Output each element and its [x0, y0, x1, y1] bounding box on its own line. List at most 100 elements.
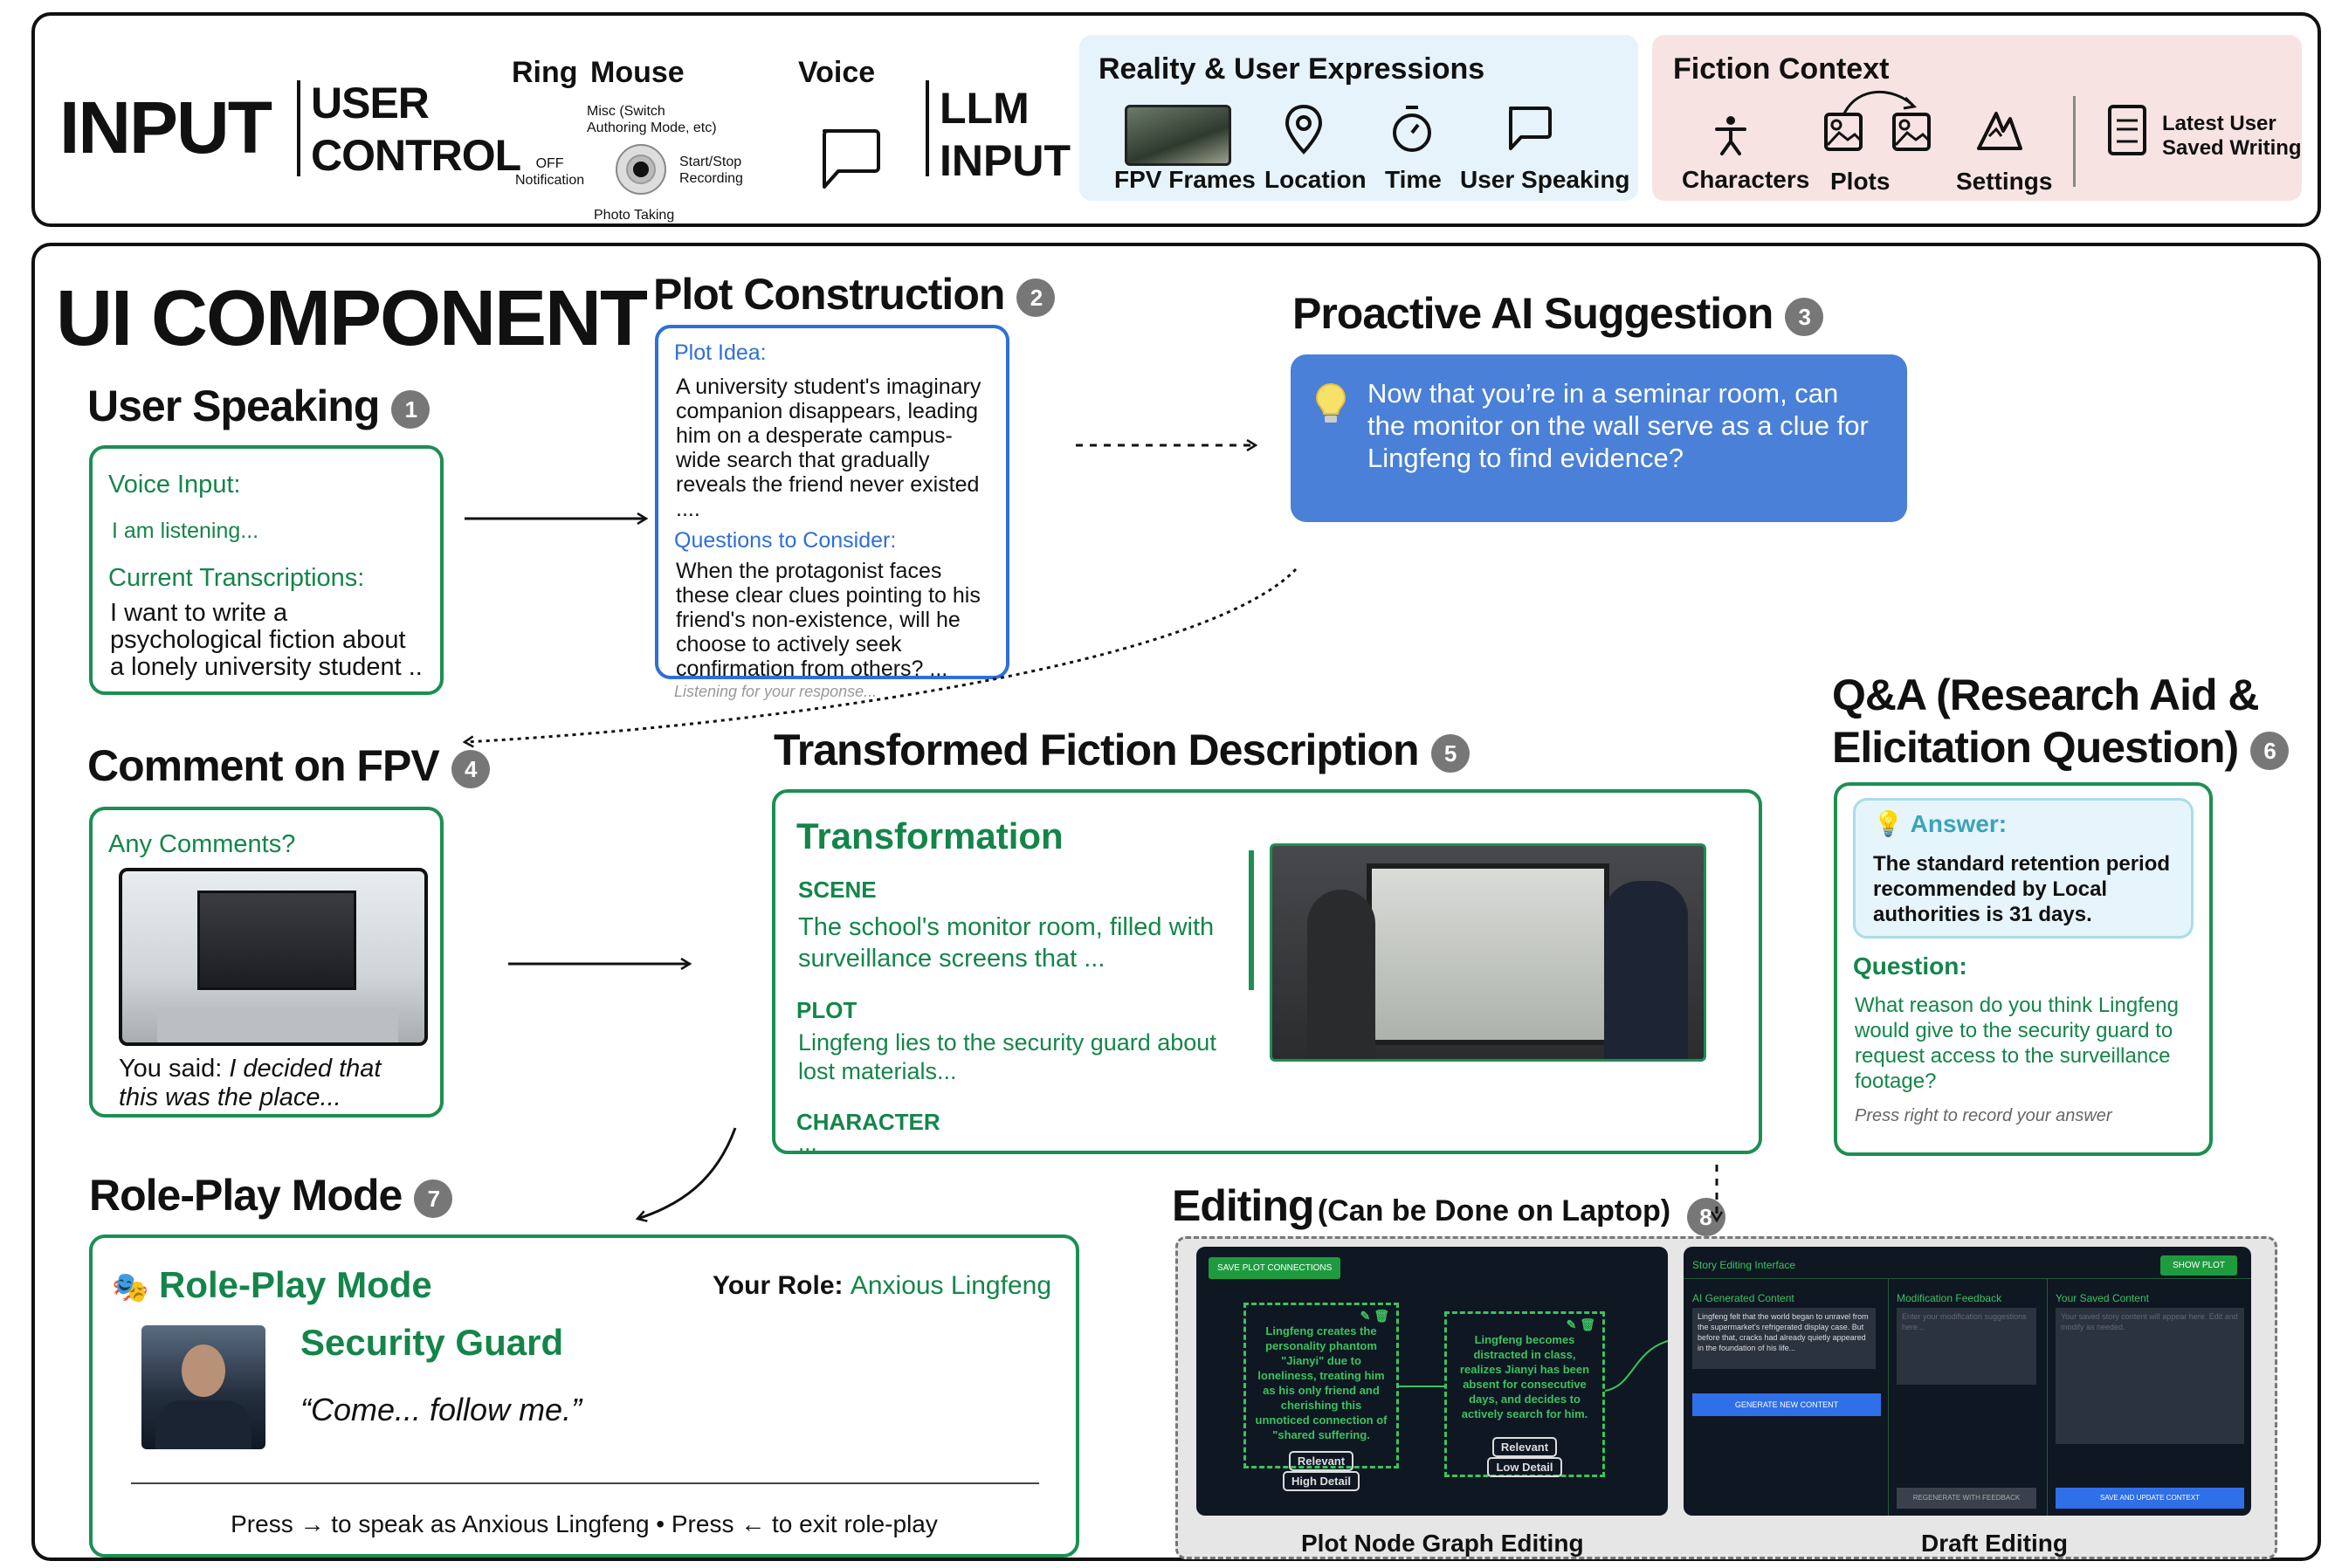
draft-editing-label: Draft Editing [1921, 1530, 2068, 1557]
graph-editing-label: Plot Node Graph Editing [1301, 1530, 1584, 1557]
ring-label: Ring [512, 56, 578, 89]
plot-node[interactable]: ✎ 🗑 Lingfeng becomes distracted in class… [1444, 1311, 1605, 1477]
draft-editor: Story Editing Interface SHOW PLOT AI Gen… [1684, 1247, 2251, 1516]
modification-feedback-label: Modification Feedback [1897, 1292, 2002, 1304]
reality-item-location: Location [1264, 166, 1367, 193]
figure-right [1604, 881, 1688, 1059]
step-badge: 2 [1016, 278, 1056, 317]
listening-status: I am listening... [112, 519, 259, 543]
node-text: Lingfeng creates the personality phantom… [1255, 1324, 1388, 1441]
plot-idea-text: A university student's imaginary compani… [676, 375, 981, 521]
edit-icon[interactable]: ✎ [1566, 1317, 1577, 1331]
step-badge: 3 [1785, 297, 1824, 336]
edit-icon[interactable]: ✎ [1360, 1309, 1371, 1323]
divider [1684, 1278, 2251, 1279]
show-plot-button[interactable]: SHOW PLOT [2159, 1255, 2237, 1276]
step-badge: 6 [2250, 731, 2290, 770]
answer-text: The standard retention period recommende… [1873, 852, 2171, 926]
questions-text: When the protagonist faces these clear c… [676, 559, 981, 681]
saved-content-box[interactable]: Your saved story content will appear her… [2056, 1308, 2244, 1444]
table-shape [157, 1008, 398, 1042]
lightbulb-icon [1315, 382, 1347, 423]
node-toolbar: ✎ 🗑 [1255, 1309, 1389, 1324]
node-connection [1399, 1340, 1669, 1392]
user-speaking-card: Voice Input: I am listening... Current T… [89, 445, 444, 695]
roleplay-heading: 🎭 Role-Play Mode [112, 1264, 432, 1305]
avatar-head [182, 1344, 225, 1397]
input-title: INPUT [59, 86, 272, 168]
answer-label: 💡 Answer: [1873, 810, 2008, 837]
generate-content-button[interactable]: GENERATE NEW CONTENT [1692, 1393, 1881, 1416]
plot-card: Plot Idea: A university student's imagin… [655, 325, 1009, 700]
current-transcriptions-label: Current Transcriptions: [108, 564, 365, 592]
scene-label: SCENE [798, 877, 877, 903]
questions-label: Questions to Consider: [674, 528, 897, 553]
reality-panel: Reality & User Expressions FPV Frames Lo… [1079, 35, 1638, 201]
step-badge: 5 [1430, 733, 1470, 773]
lightbulb-icon: 💡 [1873, 810, 1904, 837]
comment-card: Any Comments? You said: I decided that t… [89, 807, 444, 1118]
input-frame: INPUT USER CONTROL Ring Mouse Misc (Swit… [31, 12, 2321, 227]
transcription-text: I want to write a psychological fiction … [110, 599, 423, 681]
fiction-item-characters: Characters [1682, 166, 1810, 193]
plot-label: PLOT [796, 997, 858, 1023]
ai-content-box: Lingfeng felt that the world began to un… [1692, 1308, 1876, 1369]
qa-title: Q&A (Research Aid & Elicitation Question… [1832, 669, 2290, 774]
character-name: Security Guard [300, 1322, 564, 1363]
curved-arrow-icon [1842, 90, 1918, 114]
reality-item-time: Time [1385, 166, 1442, 193]
llm-input-label: LLM INPUT [940, 84, 1071, 185]
person-icon [1715, 116, 1746, 155]
scene-image [1270, 843, 1706, 1062]
saved-content-label: Your Saved Content [2056, 1292, 2149, 1304]
reality-title: Reality & User Expressions [1099, 52, 1485, 86]
qa-card: 💡 Answer: The standard retention period … [1834, 782, 2213, 1156]
speech-bubble-icon [823, 129, 880, 189]
regenerate-button[interactable]: REGENERATE WITH FEEDBACK [1897, 1488, 2036, 1509]
ai-generated-label: AI Generated Content [1692, 1292, 1794, 1304]
image-icon [1892, 113, 1931, 151]
avatar-body [155, 1400, 251, 1449]
fpv-image [119, 868, 428, 1046]
divider [2047, 1278, 2048, 1516]
fiction-item-settings: Settings [1956, 168, 2053, 195]
plot-node[interactable]: ✎ 🗑 Lingfeng creates the personality pha… [1243, 1303, 1399, 1491]
tag-chip[interactable]: Relevant [1288, 1451, 1354, 1471]
fiction-title: Fiction Context [1673, 52, 1890, 86]
fiction-item-plots: Plots [1830, 168, 1891, 195]
trash-icon[interactable]: 🗑 [1580, 1317, 1595, 1331]
guard-avatar [141, 1325, 265, 1449]
character-text: ... [798, 1130, 817, 1156]
mountain-icon [1977, 112, 2022, 150]
fpv-thumb [1125, 105, 1231, 166]
tag-chip[interactable]: Relevant [1491, 1437, 1558, 1457]
figure-left [1307, 890, 1375, 1059]
you-said-text: You said: I decided that this was the pl… [119, 1055, 382, 1111]
ui-title: UI COMPONENT [56, 275, 648, 362]
save-update-button[interactable]: SAVE AND UPDATE CONTEXT [2056, 1488, 2244, 1509]
node-toolbar: ✎ 🗑 [1456, 1317, 1595, 1332]
startstop-label: Start/Stop Recording [679, 155, 743, 186]
divider [297, 80, 300, 176]
node-tags: RelevantLow Detail [1456, 1437, 1594, 1477]
scene-text: The school's monitor room, filled with s… [798, 913, 1215, 973]
proactive-text: Now that you’re in a seminar room, can t… [1367, 378, 1869, 473]
tag-chip[interactable]: Low Detail [1487, 1457, 1562, 1477]
tag-chip[interactable]: High Detail [1283, 1471, 1360, 1491]
image-icon [1824, 113, 1863, 151]
save-plot-connections-button[interactable]: SAVE PLOT CONNECTIONS [1209, 1257, 1341, 1279]
question-text: What reason do you think Lingfeng would … [1855, 994, 2179, 1093]
modification-input[interactable]: Enter your modification suggestions here… [1897, 1308, 2036, 1385]
book-icon [2108, 105, 2146, 155]
roleplay-instructions: Press → to speak as Anxious Lingfeng • P… [231, 1510, 938, 1537]
your-role: Your Role: Anxious Lingfeng [713, 1271, 1051, 1300]
reality-item-fpv: FPV Frames [1114, 166, 1256, 193]
fiction-panel: Fiction Context Characters Plots Setting… [1652, 35, 2302, 201]
trash-icon[interactable]: 🗑 [1374, 1309, 1389, 1323]
proactive-card: Now that you’re in a seminar room, can t… [1291, 354, 1907, 522]
story-editing-title: Story Editing Interface [1692, 1259, 1796, 1271]
